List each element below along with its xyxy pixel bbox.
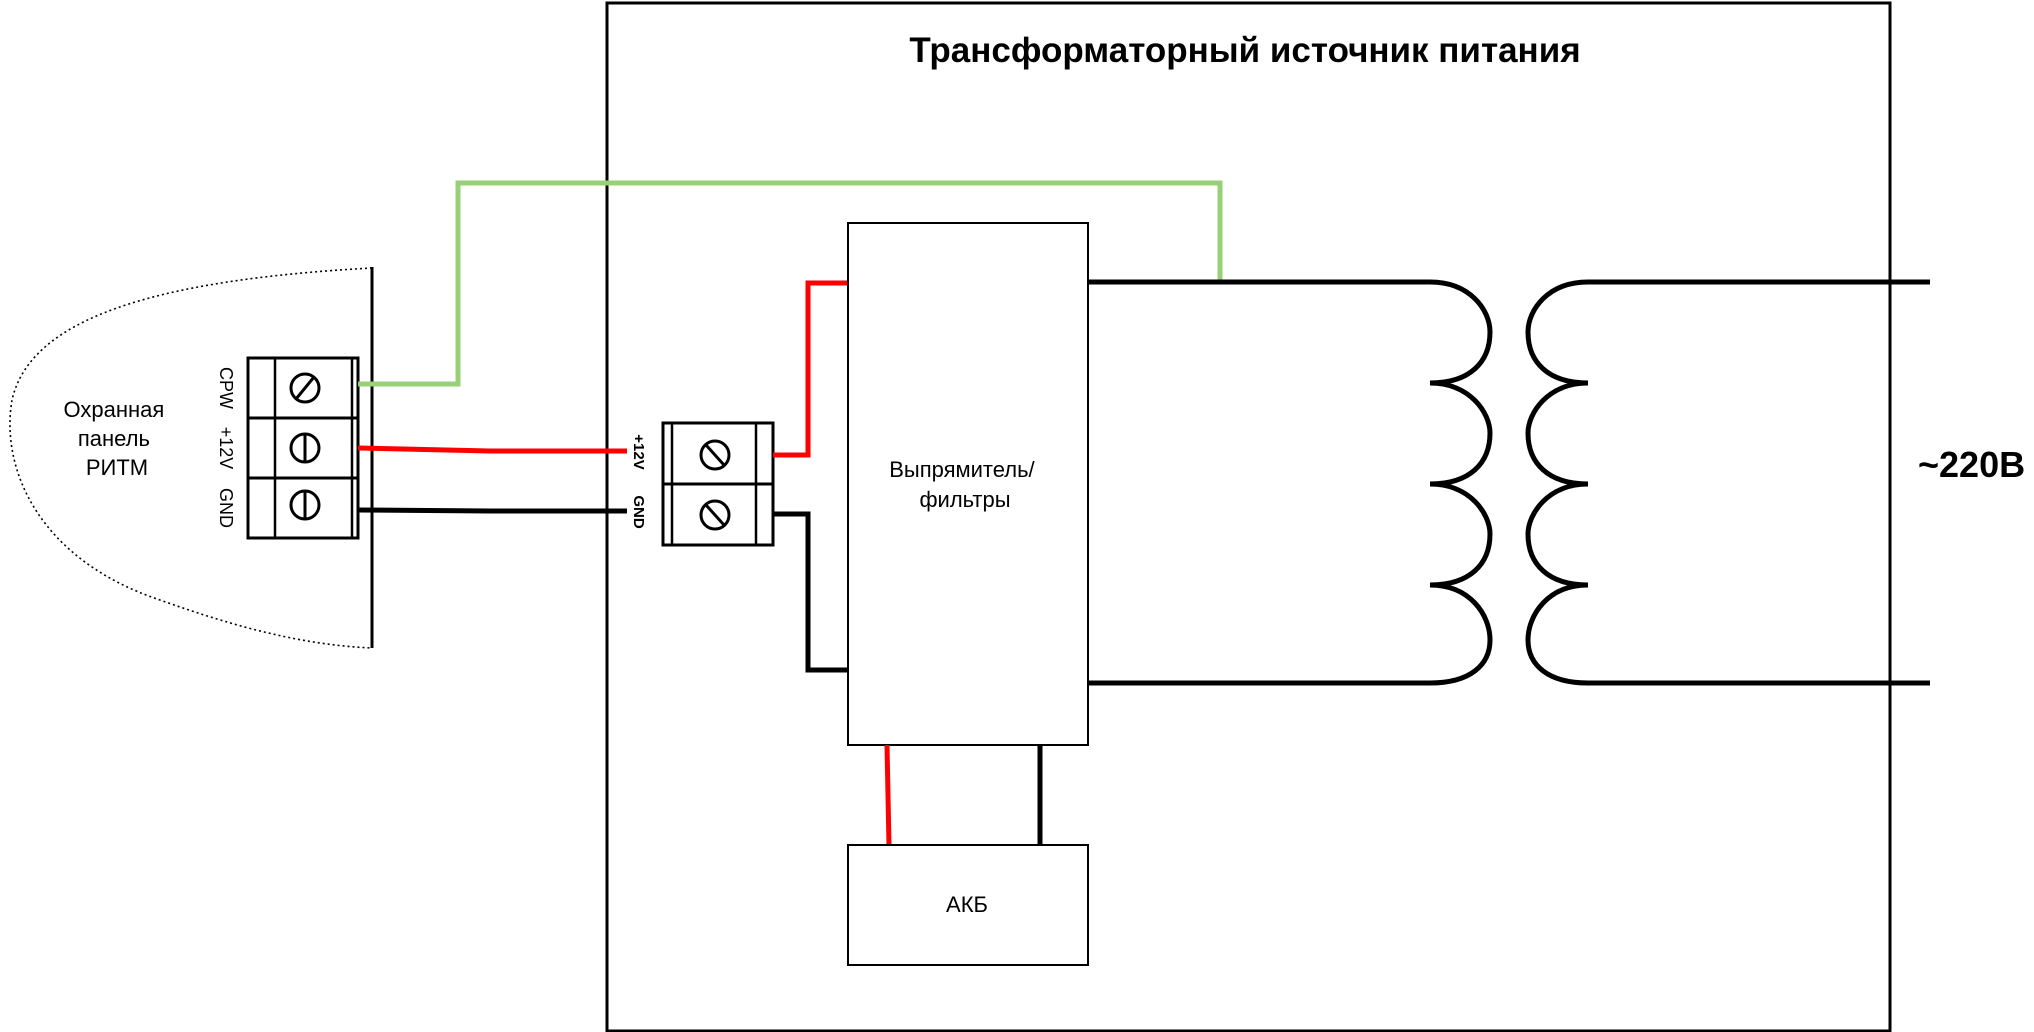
battery-block xyxy=(847,844,1089,966)
panel-terminal-label-gnd: GND xyxy=(216,488,236,528)
terminal-screw-icon xyxy=(289,489,321,521)
psu-enclosure xyxy=(605,1,1892,1032)
cpw-signal-wire xyxy=(358,180,1223,387)
panel-terminal-label-plus12v: +12V xyxy=(216,427,236,470)
terminal-screw-icon xyxy=(699,499,731,531)
battery-label: АКБ xyxy=(946,892,988,917)
psu-terminal-block xyxy=(661,421,775,547)
rectifier-gnd-wire xyxy=(773,511,848,673)
mains-voltage-label: ~220В xyxy=(1918,444,2025,485)
security-panel-outline xyxy=(9,267,373,649)
battery-plus-wire xyxy=(884,744,892,846)
terminal-screw-icon xyxy=(289,432,321,464)
plus12v-wire xyxy=(357,445,627,454)
psu-terminal-label-plus12v: +12V xyxy=(630,434,647,469)
terminal-screw-icon xyxy=(289,372,321,404)
transformer-secondary-winding xyxy=(1088,279,1493,686)
panel-terminal-label-cpw: CPW xyxy=(216,367,236,409)
terminal-screw-icon xyxy=(699,439,731,471)
rectifier-label: Выпрямитель/ фильтры xyxy=(889,457,1041,512)
gnd-wire xyxy=(357,507,627,514)
psu-terminal-label-gnd: GND xyxy=(630,495,647,529)
rectifier-plus-wire xyxy=(773,280,848,458)
transformer-primary-winding xyxy=(1525,279,1930,686)
panel-terminal-block xyxy=(246,356,360,540)
rectifier-block xyxy=(847,222,1089,746)
security-panel-label: Охранная панель РИТМ xyxy=(64,397,171,480)
diagram-title: Трансформаторный источник питания xyxy=(909,31,1580,70)
